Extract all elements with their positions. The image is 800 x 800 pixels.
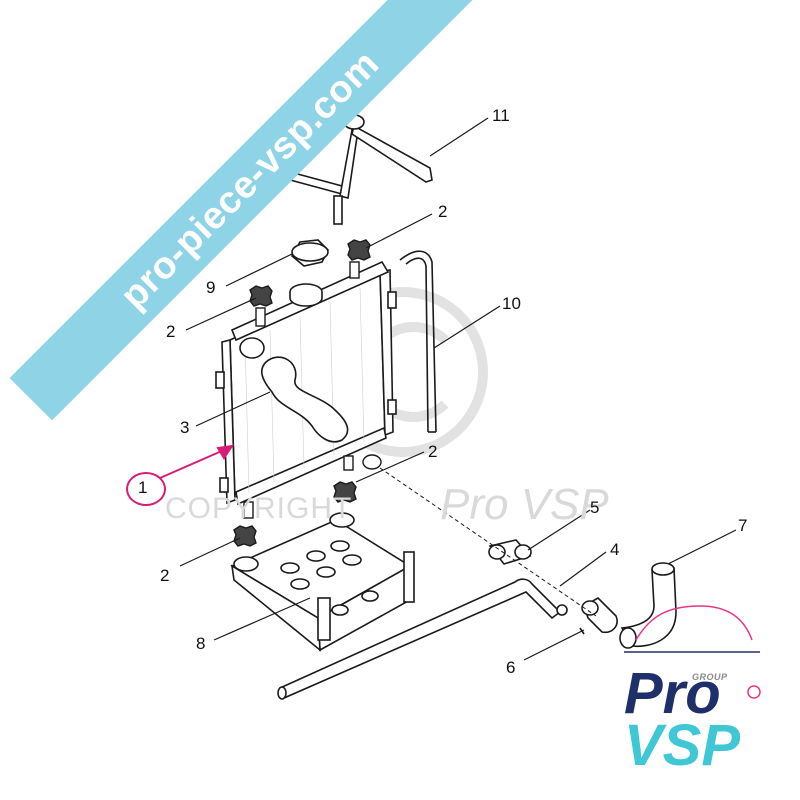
callout-1-ring xyxy=(126,472,166,506)
logo-pro-text: Pro xyxy=(624,661,721,726)
callout-2-right: 2 xyxy=(428,442,438,461)
overflow-pipe xyxy=(399,250,437,433)
leader-lines xyxy=(179,117,737,661)
callout-10: 10 xyxy=(502,294,521,313)
elbow-hose xyxy=(619,562,677,649)
highlight-arrow xyxy=(159,444,235,479)
hose xyxy=(579,597,618,635)
copyright-watermark: COPYRIGHT xyxy=(165,492,353,525)
callout-3: 3 xyxy=(180,418,190,437)
radiator-cap xyxy=(289,239,329,307)
callout-1: 1 xyxy=(138,478,148,497)
copyright-brand-watermark: Pro VSP xyxy=(440,480,609,529)
logo-group-text: GROUP xyxy=(692,672,728,682)
radiator-outlet xyxy=(243,261,382,519)
radiator-core xyxy=(215,260,397,506)
callout-6: 6 xyxy=(506,658,516,677)
support-tray xyxy=(230,512,415,652)
callout-9: 9 xyxy=(206,278,216,297)
callout-7: 7 xyxy=(738,516,748,535)
callout-4: 4 xyxy=(610,540,620,559)
logo-car-outline xyxy=(624,605,761,699)
callout-2-bottom: 2 xyxy=(160,566,170,585)
rubber-mounts xyxy=(233,239,371,547)
callout-8: 8 xyxy=(196,634,206,653)
connector-sleeve xyxy=(488,539,532,565)
assembly-dashed-line xyxy=(379,467,597,617)
logo-vsp-text: VSP xyxy=(624,713,741,778)
lower-pipe xyxy=(277,578,568,700)
callout-2-top: 2 xyxy=(438,202,448,221)
upper-hose xyxy=(239,337,349,443)
callout-5: 5 xyxy=(590,498,600,517)
callout-2-left: 2 xyxy=(166,322,176,341)
callout-11: 11 xyxy=(492,106,510,125)
